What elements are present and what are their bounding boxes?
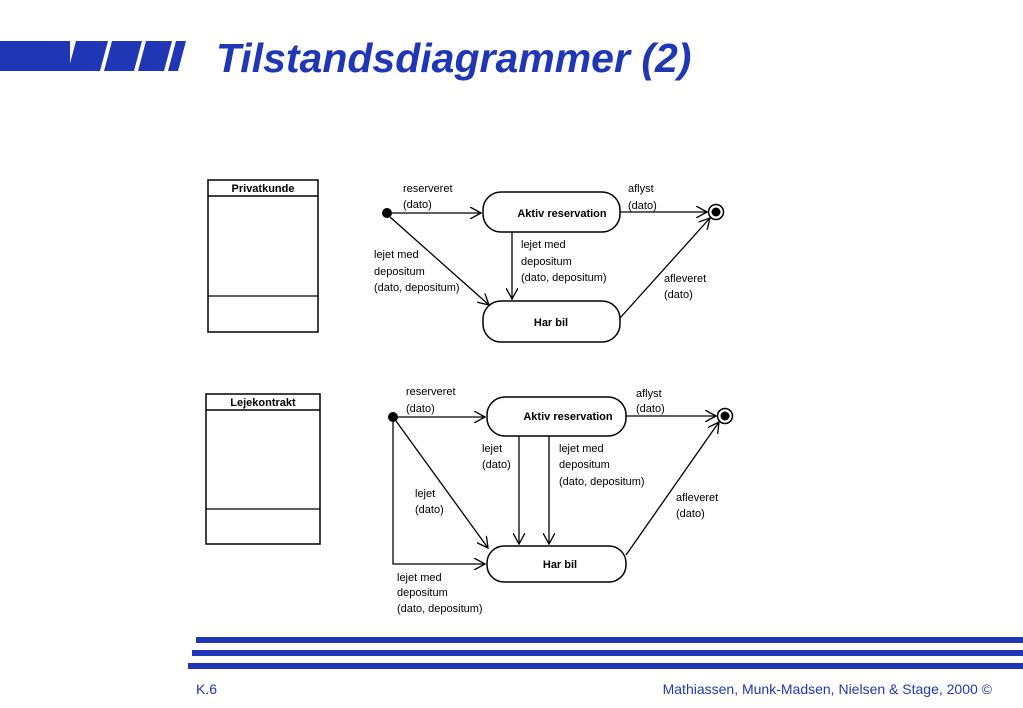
svg-text:Aktiv reservation: Aktiv reservation — [517, 208, 607, 220]
transition-lejet-med-depositum-left — [389, 216, 489, 305]
label-lejet-med-depositum-left: lejet med depositum (dato, depositum) — [374, 249, 460, 294]
slide-title: Tilstandsdiagrammer (2) — [216, 35, 691, 81]
svg-text:Aktiv reservation: Aktiv reservation — [523, 411, 613, 423]
title-decoration — [0, 41, 186, 71]
transition-lejet-med-depositum-bottom — [392, 422, 485, 564]
label-lejet-med-depositum-bottom: lejet med depositum (dato, depositum) — [397, 572, 483, 615]
footer-stripes — [188, 637, 1023, 669]
svg-text:Har bil: Har bil — [534, 317, 568, 329]
state-diagram-1: Aktiv reservation Har bil reserveret (da… — [374, 183, 725, 343]
label-aflyst: aflyst (dato) — [636, 388, 665, 415]
label-lejet-left: lejet (dato) — [415, 488, 444, 516]
label-afleveret: afleveret (dato) — [676, 492, 721, 520]
state-aktiv-reservation: Aktiv reservation — [486, 396, 627, 437]
state-diagram-2: Aktiv reservation Har bil reserveret (da… — [388, 386, 734, 615]
final-state — [707, 203, 725, 221]
initial-state — [382, 208, 392, 218]
transition-afleveret — [619, 218, 710, 319]
label-reserveret: reserveret (dato) — [406, 386, 459, 415]
label-lejet-med-depositum: lejet med depositum (dato, depositum) — [521, 239, 607, 284]
final-state — [716, 407, 734, 425]
class-box-lejekontrakt: Lejekontrakt — [205, 393, 321, 545]
initial-state — [388, 412, 398, 422]
label-reserveret: reserveret (dato) — [403, 183, 456, 211]
state-har-bil: Har bil — [486, 545, 627, 583]
class-name: Privatkunde — [232, 183, 295, 195]
class-box-privatkunde: Privatkunde — [207, 179, 319, 333]
slide-credits: Mathiassen, Munk-Madsen, Nielsen & Stage… — [663, 681, 993, 697]
label-aflyst: aflyst (dato) — [628, 183, 657, 212]
state-har-bil: Har bil — [482, 300, 621, 343]
label-lejet-med-depositum: lejet med depositum (dato, depositum) — [559, 443, 645, 488]
class-name: Lejekontrakt — [230, 397, 296, 409]
transition-lejet-left — [395, 420, 488, 548]
label-lejet: lejet (dato) — [482, 443, 511, 471]
svg-text:Har bil: Har bil — [543, 559, 577, 571]
transition-afleveret — [625, 422, 719, 556]
state-aktiv-reservation: Aktiv reservation — [482, 191, 621, 233]
label-afleveret: afleveret (dato) — [664, 273, 709, 301]
slide-number: K.6 — [196, 681, 217, 697]
